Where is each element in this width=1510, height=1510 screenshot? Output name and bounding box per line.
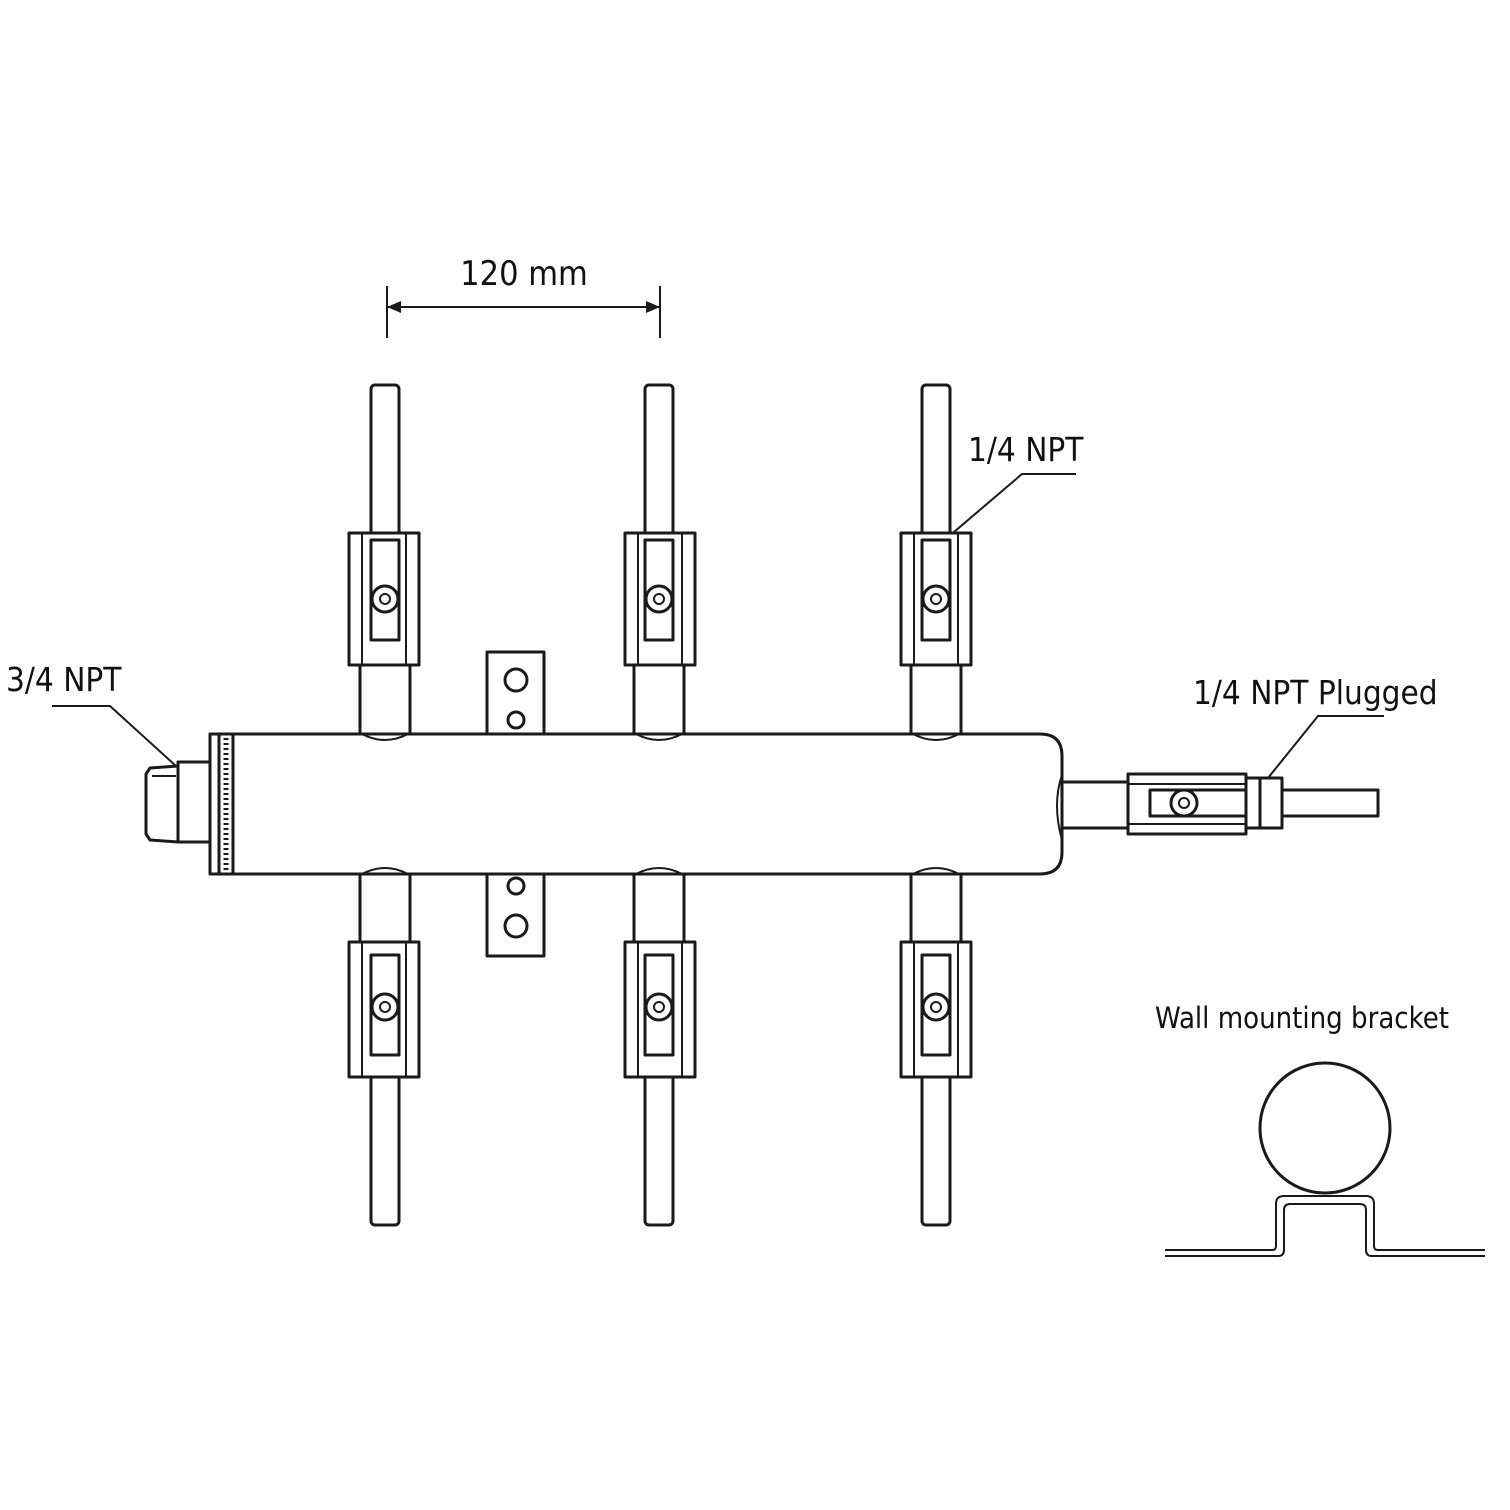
valve-bottom-2 xyxy=(623,868,697,1079)
dimension-indicator xyxy=(386,286,661,338)
bracket-label: Wall mounting bracket xyxy=(1155,1001,1449,1035)
outlet-leader xyxy=(953,473,1076,533)
valve-top-3 xyxy=(899,531,973,739)
valve-top-2 xyxy=(623,531,697,739)
end-port-label: 1/4 NPT Plugged xyxy=(1193,673,1438,712)
wall-bracket-detail xyxy=(1165,1061,1485,1257)
valve-top-1 xyxy=(347,531,421,739)
inlet-fitting xyxy=(144,732,235,876)
manifold-body xyxy=(226,732,1064,876)
end-port-leader xyxy=(1267,715,1384,779)
end-port-plugged xyxy=(1060,772,1380,836)
inlet-label: 3/4 NPT xyxy=(6,660,122,699)
inlet-leader xyxy=(52,705,177,767)
valve-bottom-1 xyxy=(347,868,421,1079)
bracket-tab-bottom xyxy=(485,870,546,958)
bracket-tab-top xyxy=(485,650,546,736)
valve-bottom-3 xyxy=(899,868,973,1079)
dimension-label: 120 mm xyxy=(460,254,588,294)
outlet-label: 1/4 NPT xyxy=(968,430,1084,469)
